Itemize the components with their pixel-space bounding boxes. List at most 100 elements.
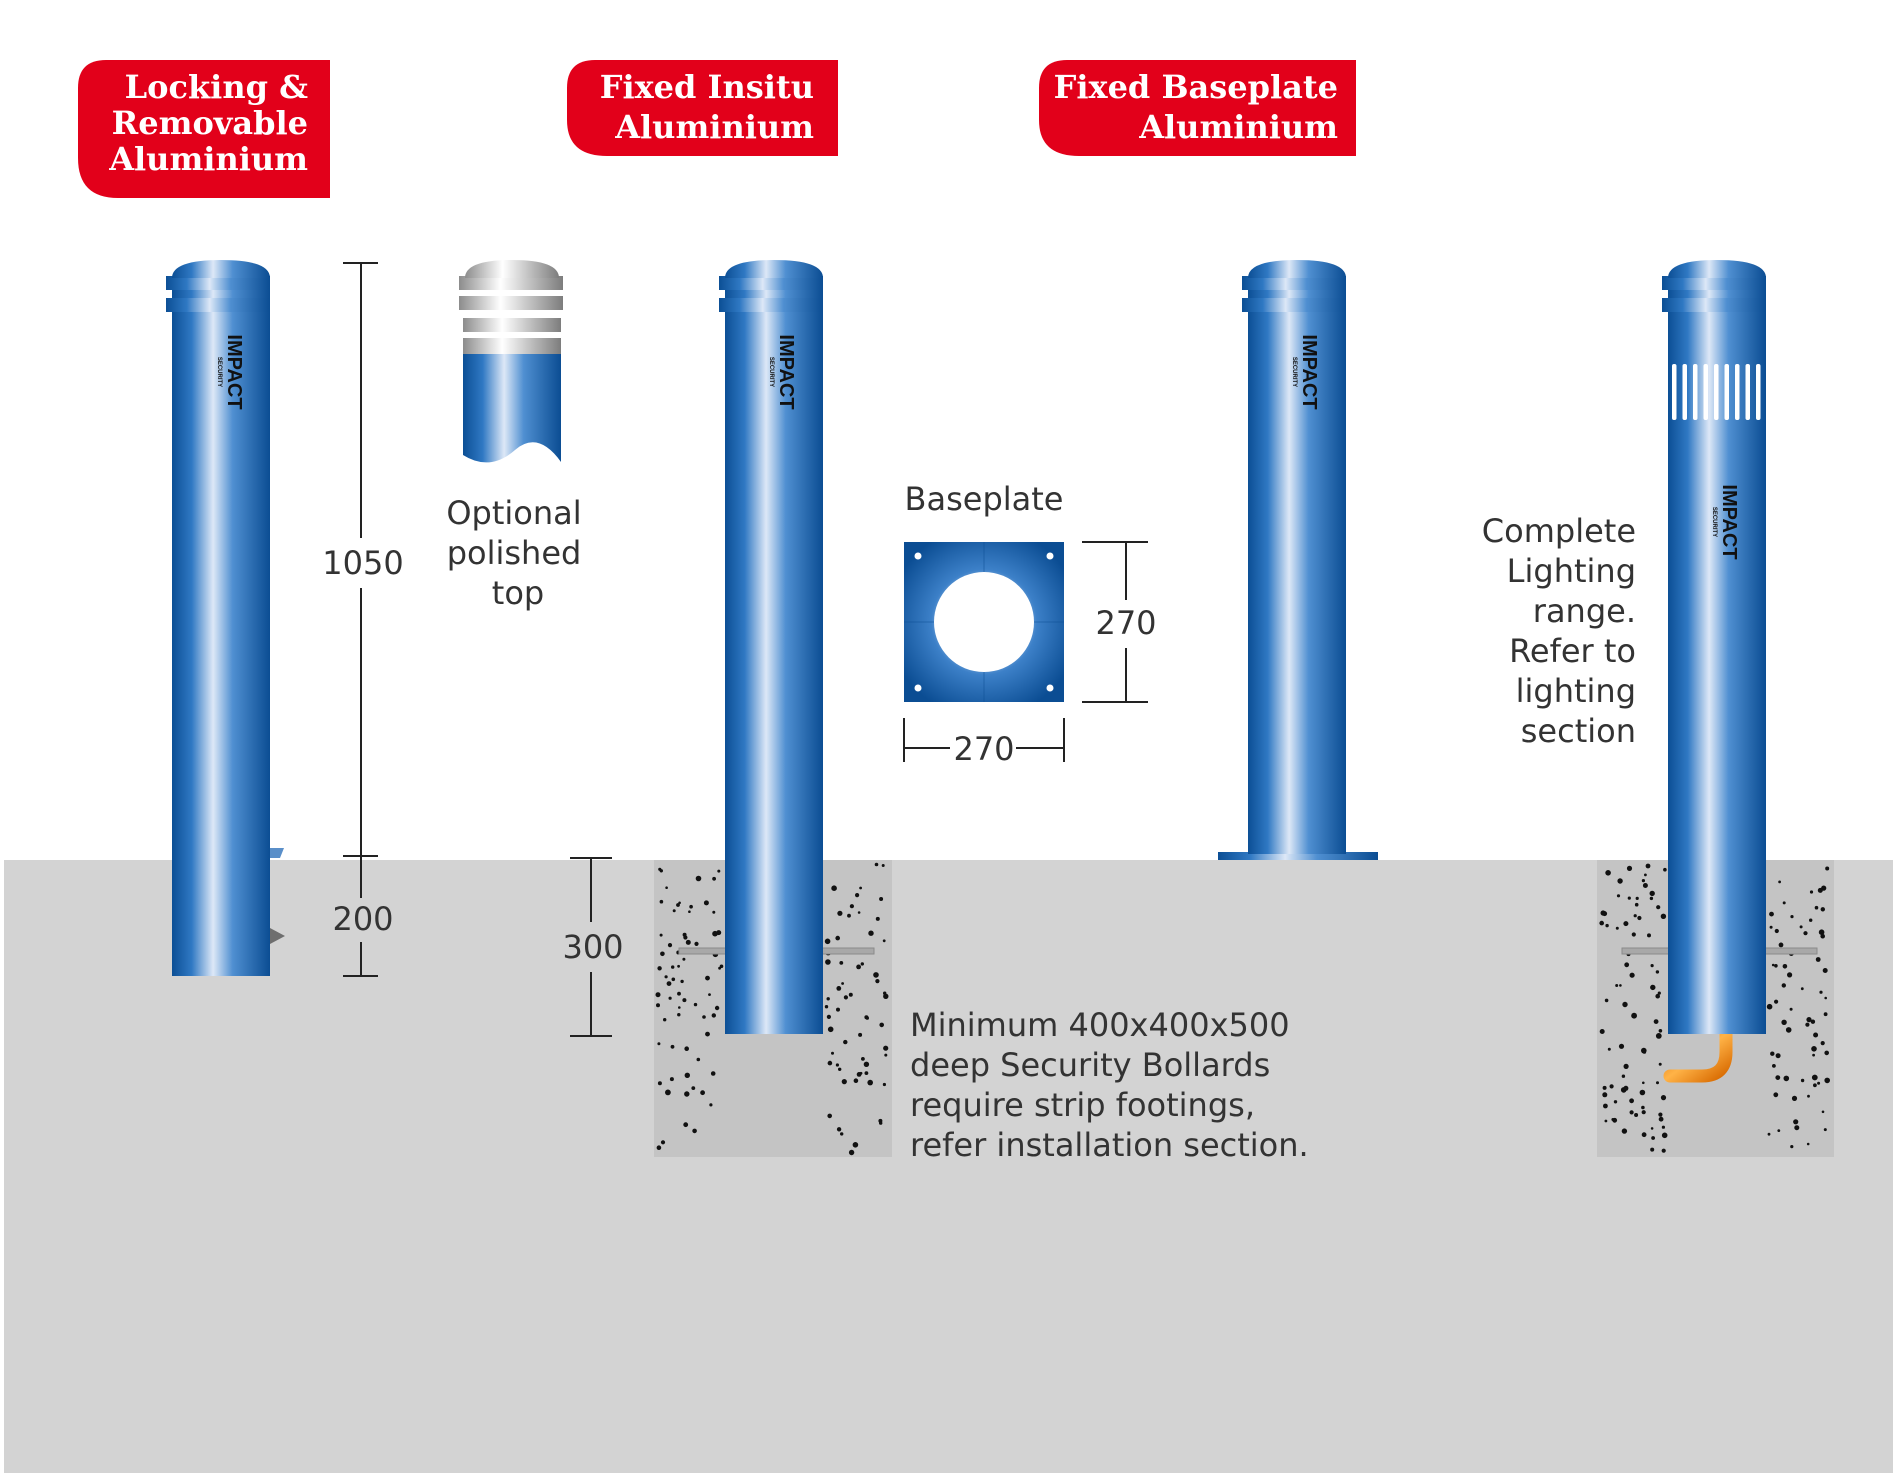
concrete-speckle	[1655, 1033, 1662, 1039]
concrete-speckle	[1615, 926, 1619, 930]
concrete-speckle	[1781, 983, 1787, 988]
concrete-speckle	[1642, 1081, 1645, 1085]
concrete-speckle	[879, 1022, 884, 1028]
concrete-speckle	[857, 911, 861, 914]
concrete-speckle	[683, 935, 688, 940]
concrete-speckle	[883, 1045, 889, 1051]
concrete-speckle	[684, 1091, 690, 1097]
concrete-speckle	[849, 904, 855, 909]
concrete-speckle	[1777, 1129, 1781, 1132]
concrete-speckle	[1650, 1147, 1655, 1152]
baseplate-detail	[904, 542, 1064, 702]
concrete-speckle	[714, 1005, 720, 1011]
concrete-speckle	[1642, 883, 1648, 888]
concrete-speckle	[1799, 925, 1803, 929]
dimension-1050: 1050	[322, 544, 403, 582]
bollard-fixed-baseplate: IMPACT SECURITY	[1218, 260, 1378, 860]
bollard-lighting: IMPACT SECURITY	[1662, 260, 1766, 1083]
concrete-speckle	[676, 903, 680, 907]
concrete-speckle	[1782, 901, 1786, 905]
label-text: Fixed Insitu	[600, 68, 814, 106]
note-line: lighting	[1516, 672, 1636, 710]
brand-logo-sub: SECURITY	[216, 357, 222, 387]
concrete-speckle	[1651, 1136, 1655, 1140]
concrete-speckle	[827, 1060, 833, 1066]
concrete-speckle	[1661, 1132, 1668, 1139]
concrete-speckle	[1813, 1032, 1819, 1038]
concrete-speckle	[1663, 867, 1667, 872]
concrete-speckle	[1629, 972, 1635, 978]
concrete-speckle	[826, 997, 830, 1001]
concrete-speckle	[700, 1090, 705, 1096]
concrete-speckle	[1602, 1092, 1608, 1098]
concrete-speckle	[1639, 1089, 1646, 1096]
concrete-speckle	[855, 893, 860, 898]
concrete-speckle	[1641, 1110, 1646, 1115]
concrete-speckle	[1607, 1047, 1611, 1051]
concrete-speckle	[1809, 918, 1813, 922]
concrete-speckle	[852, 1142, 859, 1148]
bollard-fixed-insitu: IMPACT SECURITY	[719, 260, 823, 1034]
concrete-speckle	[1644, 873, 1647, 877]
concrete-speckle	[1642, 1050, 1647, 1054]
concrete-speckle	[875, 979, 880, 984]
concrete-speckle	[668, 996, 672, 1000]
concrete-speckle	[1611, 1118, 1615, 1121]
concrete-speckle	[1774, 928, 1779, 934]
concrete-speckle	[655, 992, 661, 998]
concrete-speckle	[1631, 932, 1636, 937]
concrete-speckle	[1633, 914, 1637, 918]
light-slots	[1672, 364, 1761, 420]
concrete-speckle	[858, 1032, 863, 1037]
concrete-speckle	[847, 913, 851, 918]
concrete-speckle	[1615, 984, 1619, 987]
concrete-speckle	[708, 993, 711, 996]
concrete-speckle	[1641, 1105, 1645, 1110]
concrete-speckle	[1787, 972, 1793, 978]
concrete-speckle	[1769, 925, 1773, 929]
concrete-speckle	[1820, 1041, 1825, 1046]
concrete-speckle	[843, 995, 849, 1000]
concrete-speckle	[1805, 1022, 1810, 1027]
concrete-speckle	[1789, 1007, 1793, 1011]
label-text: Fixed Baseplate	[1054, 68, 1338, 106]
baseplate-title: Baseplate	[905, 480, 1064, 518]
concrete-speckle	[712, 876, 716, 881]
concrete-speckle	[1790, 1145, 1794, 1149]
concrete-speckle	[1800, 987, 1804, 991]
note-line: Complete	[1482, 512, 1636, 550]
concrete-speckle	[1656, 1081, 1659, 1085]
concrete-speckle	[656, 1003, 660, 1008]
brand-logo: IMPACT	[1718, 484, 1740, 559]
concrete-speckle	[1775, 1075, 1781, 1080]
concrete-speckle	[1661, 1125, 1665, 1129]
concrete-speckle	[671, 977, 676, 982]
concrete-speckle	[1605, 923, 1609, 928]
light-slot	[1682, 364, 1687, 420]
concrete-speckle	[835, 935, 840, 941]
light-slot	[1703, 364, 1708, 420]
note-line: require strip footings,	[910, 1086, 1255, 1124]
concrete-speckle	[840, 1132, 844, 1136]
concrete-speckle	[1781, 1019, 1787, 1025]
concrete-speckle	[1790, 915, 1794, 919]
concrete-speckle	[826, 1014, 832, 1020]
concrete-speckle	[677, 991, 681, 996]
concrete-speckle	[657, 1081, 662, 1086]
concrete-speckle	[1820, 907, 1826, 912]
concrete-speckle	[1621, 1074, 1626, 1078]
label-text: Aluminium	[614, 108, 814, 146]
concrete-speckle	[1815, 957, 1821, 962]
concrete-speckle	[678, 901, 681, 905]
concrete-speckle	[1603, 1103, 1608, 1109]
concrete-speckle	[1658, 1029, 1663, 1033]
concrete-speckle	[684, 1072, 690, 1079]
concrete-speckle	[1817, 887, 1823, 893]
brand-logo: IMPACT	[223, 334, 245, 409]
label-text: Locking &	[125, 68, 308, 106]
concrete-speckle	[677, 964, 680, 968]
concrete-speckle	[824, 1005, 829, 1009]
concrete-speckle	[1810, 1019, 1816, 1024]
concrete-speckle	[656, 1145, 662, 1150]
concrete-speckle	[843, 1039, 848, 1045]
